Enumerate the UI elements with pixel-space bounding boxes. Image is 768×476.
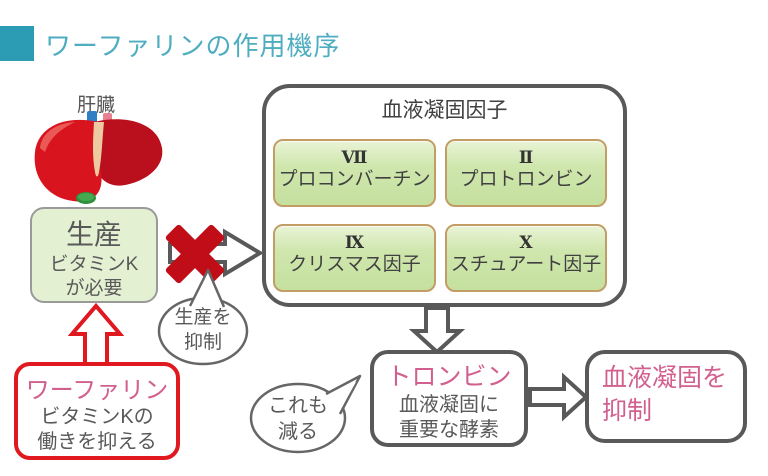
result-box: 血液凝固を 抑制 — [585, 350, 747, 443]
decrease-bubble-line-1: これも — [268, 395, 328, 417]
factor-numeral: Ⅶ — [341, 148, 368, 168]
warfarin-line-2: 働きを抑える — [37, 431, 157, 453]
blocked-arrow — [165, 224, 264, 284]
production-line-1: ビタミンK — [49, 254, 139, 275]
factor-numeral: Ⅸ — [344, 233, 365, 253]
factor-numeral: Ⅹ — [519, 233, 533, 253]
result-line-2: 抑制 — [602, 396, 653, 425]
right-arrow-result-icon — [528, 372, 589, 422]
factor-box-ix: Ⅸ クリスマス因子 — [273, 224, 436, 292]
inhibit-bubble: 生産を 抑制 — [158, 306, 248, 355]
factor-numeral: Ⅱ — [518, 148, 534, 168]
thrombin-title: トロンビン — [386, 363, 512, 391]
warfarin-box: ワーファリン ビタミンKの 働きを抑える — [14, 362, 180, 460]
down-arrow-icon — [408, 306, 466, 355]
thrombin-line-2: 重要な酵素 — [399, 419, 499, 441]
production-title: 生産 — [65, 219, 122, 250]
warfarin-line-1: ビタミンKの — [40, 406, 154, 428]
liver-label: 肝臓 — [76, 95, 115, 116]
factor-box-x: Ⅹ スチュアート因子 — [445, 224, 607, 292]
accent-square — [0, 26, 34, 61]
factor-name: プロコンバーチン — [278, 169, 431, 191]
liver-icon — [34, 111, 163, 204]
warfarin-title: ワーファリン — [25, 377, 169, 404]
coagulation-title: 血液凝固因子 — [381, 99, 508, 122]
factor-name: クリスマス因子 — [288, 254, 421, 276]
result-line-1: 血液凝固を — [602, 364, 728, 392]
thrombin-box: トロンビン 血液凝固に 重要な酵素 — [370, 350, 528, 447]
liver-left-lobe — [34, 119, 102, 202]
factor-name: スチュアート因子 — [450, 254, 602, 276]
cross-icon — [165, 224, 225, 284]
thrombin-line-1: 血液凝固に — [399, 394, 499, 416]
production-line-2: が必要 — [65, 277, 123, 299]
factor-name: プロトロンビン — [459, 169, 593, 191]
liver-right-lobe — [94, 119, 163, 186]
inhibit-bubble-line-2: 抑制 — [183, 331, 222, 353]
gallbladder-highlight — [78, 193, 94, 201]
inhibit-bubble-shape — [157, 268, 249, 366]
factor-box-ii: Ⅱ プロトロンビン — [445, 139, 607, 207]
liver-highlight — [40, 122, 75, 152]
up-arrow-icon — [68, 302, 124, 366]
inhibit-bubble-line-1: 生産を — [174, 307, 232, 328]
liver-ligament — [93, 122, 104, 177]
page-title: ワーファリンの作用機序 — [45, 31, 341, 61]
decrease-bubble-line-2: 減る — [278, 421, 318, 443]
factor-box-vii: Ⅶ プロコンバーチン — [273, 139, 436, 207]
decrease-bubble: これも 減る — [252, 393, 344, 445]
production-box: 生産 ビタミンK が必要 — [30, 207, 158, 303]
decrease-bubble-shape — [249, 374, 362, 454]
